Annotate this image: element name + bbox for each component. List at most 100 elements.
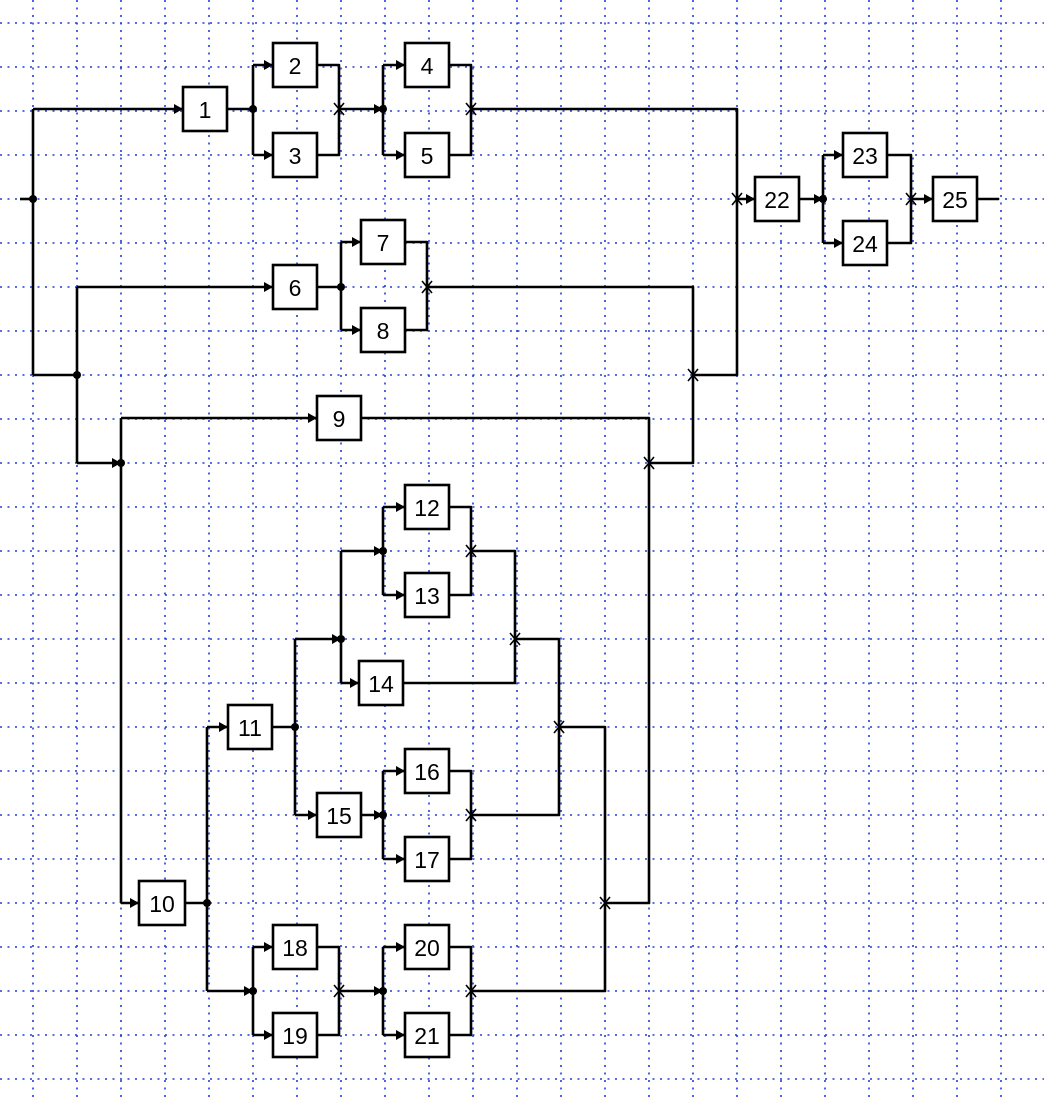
block-11: 11 — [226, 703, 274, 751]
sum-stroke — [333, 984, 345, 998]
block-box — [271, 263, 319, 311]
block-8: 8 — [359, 306, 407, 354]
wire — [449, 945, 473, 1037]
block-label: 18 — [282, 935, 308, 961]
blocks: 1234567891011121314151617181920212223242… — [137, 41, 979, 1059]
summing-junction — [509, 632, 521, 646]
arrow-head — [746, 194, 755, 204]
block-label: 25 — [942, 187, 968, 213]
sum-stroke — [465, 984, 477, 998]
wire — [317, 945, 341, 1037]
block-box — [403, 923, 451, 971]
block-22: 22 — [753, 175, 801, 223]
junction-dot — [117, 459, 125, 467]
block-box — [403, 571, 451, 619]
arrow-head — [396, 590, 405, 600]
block-box — [271, 923, 319, 971]
flow-arrows — [112, 60, 933, 1040]
wire — [317, 63, 341, 157]
block-2: 2 — [271, 41, 319, 89]
block-label: 12 — [414, 495, 440, 521]
arrow-head — [396, 502, 405, 512]
arrow-head — [374, 986, 383, 996]
arrow-head — [264, 150, 273, 160]
block-label: 23 — [852, 143, 878, 169]
wire — [405, 240, 429, 332]
block-13: 13 — [403, 571, 451, 619]
block-box — [271, 131, 319, 179]
junction-dot — [337, 635, 345, 643]
junction-dot — [379, 547, 387, 555]
summing-junction — [553, 720, 565, 734]
block-label: 17 — [414, 847, 440, 873]
summing-junction — [465, 984, 477, 998]
summing-junction — [643, 456, 655, 470]
arrow-head — [130, 898, 139, 908]
block-23: 23 — [841, 131, 889, 179]
arrow-head — [924, 194, 933, 204]
block-label: 16 — [414, 759, 440, 785]
junction-dot — [337, 283, 345, 291]
arrow-head — [264, 282, 273, 292]
wire — [449, 505, 473, 597]
block-20: 20 — [403, 923, 451, 971]
block-box — [403, 835, 451, 883]
junction-dot — [203, 899, 211, 907]
summing-junction — [905, 192, 917, 206]
block-label: 6 — [289, 275, 302, 301]
block-box — [359, 218, 407, 266]
block-box — [271, 41, 319, 89]
junction-dot — [819, 195, 827, 203]
arrow-head — [396, 854, 405, 864]
arrow-head — [396, 766, 405, 776]
summing-junction — [465, 808, 477, 822]
block-label: 10 — [149, 891, 175, 917]
arrow-head — [264, 60, 273, 70]
block-box — [137, 879, 187, 927]
block-label: 11 — [238, 715, 262, 741]
sum-stroke — [465, 102, 477, 116]
arrow-head — [350, 678, 359, 688]
wire — [361, 416, 651, 905]
block-box — [181, 85, 229, 133]
block-24: 24 — [841, 219, 889, 267]
block-label: 5 — [421, 143, 434, 169]
block-box — [753, 175, 801, 223]
block-label: 7 — [377, 230, 390, 256]
block-1: 1 — [181, 85, 229, 133]
block-16: 16 — [403, 747, 451, 795]
junction-dot — [249, 987, 257, 995]
arrow-head — [264, 942, 273, 952]
summing-junctions — [333, 102, 917, 998]
sum-stroke — [643, 456, 655, 470]
block-label: 14 — [368, 671, 394, 697]
arrow-head — [834, 238, 843, 248]
junction-dot — [291, 723, 299, 731]
block-3: 3 — [271, 131, 319, 179]
block-19: 19 — [271, 1011, 319, 1059]
arrow-head — [396, 60, 405, 70]
block-label: 3 — [289, 143, 302, 169]
sum-stroke — [905, 192, 917, 206]
summing-junction — [599, 896, 611, 910]
arrow-head — [308, 810, 317, 820]
wire — [887, 153, 913, 245]
arrow-head — [374, 546, 383, 556]
block-box — [841, 131, 889, 179]
block-box — [359, 306, 407, 354]
junction-dot — [249, 105, 257, 113]
sum-stroke — [553, 720, 565, 734]
block-label: 9 — [333, 406, 346, 432]
junction-dot — [29, 195, 37, 203]
arrow-head — [244, 986, 253, 996]
summing-junction — [465, 102, 477, 116]
block-label: 13 — [414, 583, 440, 609]
block-label: 8 — [377, 318, 390, 344]
block-14: 14 — [357, 659, 405, 707]
summing-junction — [731, 192, 743, 206]
block-box — [931, 175, 979, 223]
summing-junction — [333, 102, 345, 116]
block-21: 21 — [403, 1011, 451, 1059]
block-box — [226, 703, 274, 751]
block-box — [841, 219, 889, 267]
